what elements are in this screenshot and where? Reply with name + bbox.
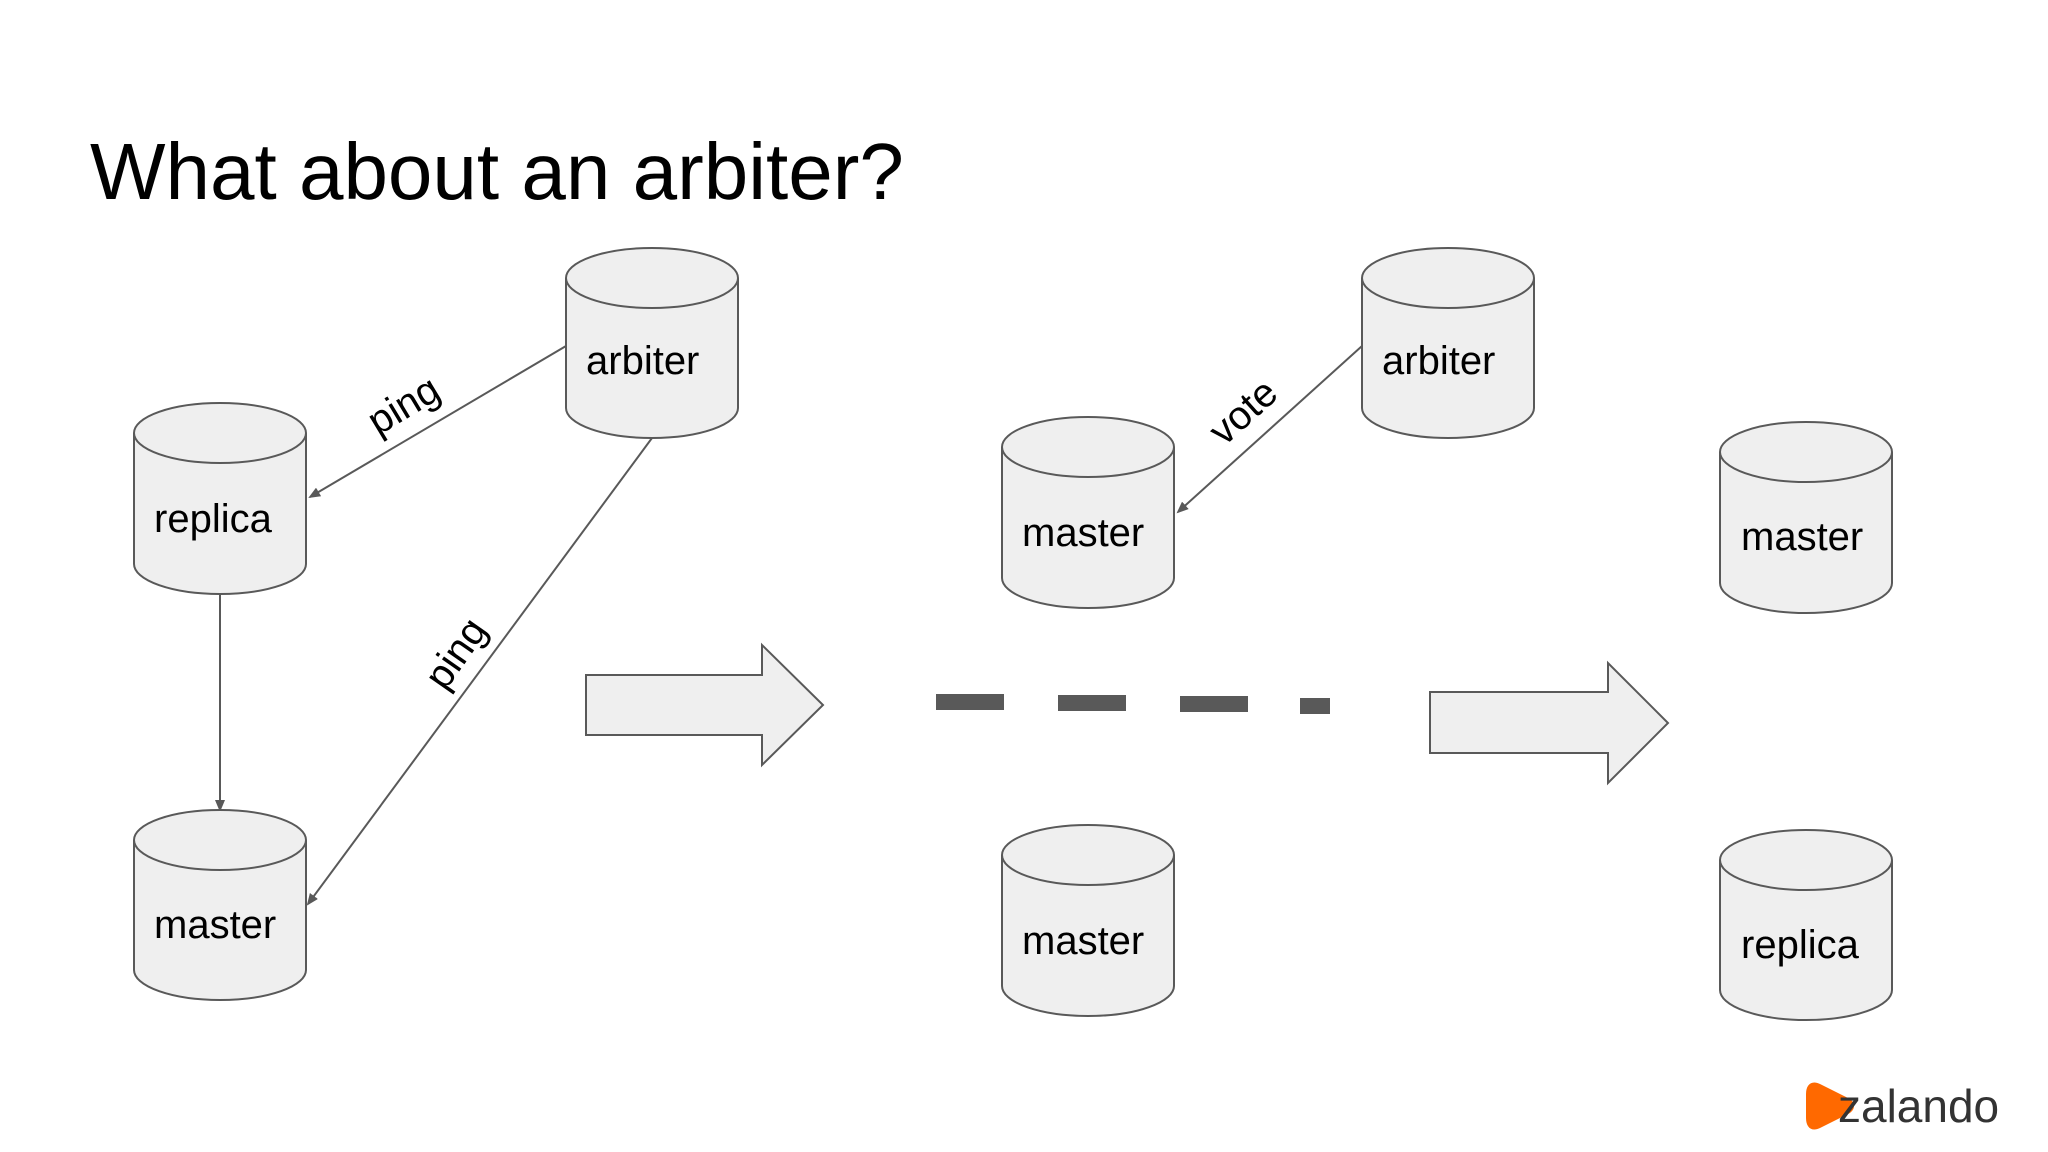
s2-master-bottom-label: master: [1022, 919, 1144, 963]
s3-master-label: master: [1741, 515, 1863, 559]
network-partition-line: [936, 694, 1330, 714]
s3-master-node: master: [1719, 421, 1893, 614]
s2-arbiter-node: arbiter: [1361, 247, 1535, 439]
transition-arrow-1: [585, 642, 825, 768]
edge-arbiter-to-replica: [308, 345, 567, 499]
edge-label-ping-master: ping: [416, 610, 495, 697]
edge-label-vote: vote: [1201, 370, 1287, 453]
s3-replica-label: replica: [1741, 923, 1860, 967]
edge-arbiter-to-master: [306, 437, 653, 906]
transition-arrow-2: [1429, 660, 1670, 786]
s2-master-top-label: master: [1022, 511, 1144, 555]
s1-replica-label: replica: [154, 497, 273, 541]
s1-master-node: master: [133, 809, 307, 1001]
slide-title: What about an arbiter?: [90, 127, 904, 216]
s1-arbiter-label: arbiter: [586, 339, 699, 383]
s3-replica-node: replica: [1719, 829, 1893, 1021]
s1-arbiter-node: arbiter: [565, 247, 739, 439]
s1-master-label: master: [154, 903, 276, 947]
zalando-logo-text: zalando: [1838, 1080, 1999, 1132]
zalando-logo: zalando: [1806, 1080, 1999, 1132]
zalando-logo-icon: [1806, 1082, 1854, 1130]
s2-master-bottom-node: master: [1001, 824, 1175, 1017]
edge-label-ping-replica: ping: [360, 367, 447, 444]
s1-replica-node: replica: [133, 402, 307, 595]
edge-arbiter-vote-master: [1176, 345, 1363, 514]
s2-master-top-node: master: [1001, 416, 1175, 609]
s2-arbiter-label: arbiter: [1382, 339, 1495, 383]
